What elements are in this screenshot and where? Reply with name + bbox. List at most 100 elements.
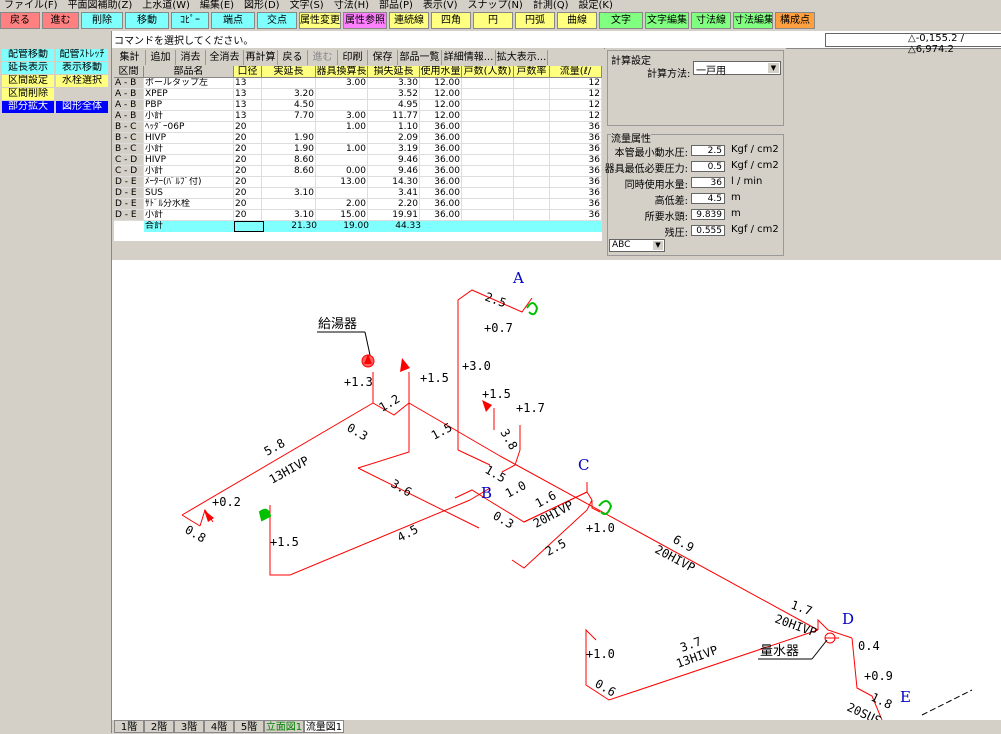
table-cell[interactable] <box>514 122 550 133</box>
toolbar-button[interactable]: ｺﾋﾟｰ <box>171 12 209 29</box>
table-cell[interactable]: D - E <box>114 210 144 221</box>
toolbar-button[interactable]: 文字 <box>599 12 643 29</box>
table-cell[interactable]: B - C <box>114 133 144 144</box>
table-cell[interactable]: 15.00 <box>316 210 368 221</box>
left-tool-button[interactable]: 配管移動 <box>2 49 54 61</box>
table-cell[interactable]: C - D <box>114 166 144 177</box>
menu-item[interactable]: 部品(P) <box>379 0 413 11</box>
table-cell[interactable]: ｻﾄﾞﾙ分水栓 <box>144 199 234 210</box>
calculation-table[interactable]: 区間部品名口径実延長器具換算長損失延長使用水量戸数(人数)戸数率流量(ℓ/A -… <box>114 66 602 241</box>
table-button[interactable]: 集計 <box>114 50 146 65</box>
toolbar-button[interactable]: 連続線 <box>389 12 429 29</box>
table-cell[interactable]: C - D <box>114 155 144 166</box>
table-cell[interactable] <box>262 122 316 133</box>
font-select[interactable]: ABC ▼ <box>609 239 665 252</box>
table-cell[interactable] <box>514 210 550 221</box>
floor-tab[interactable]: 3階 <box>174 720 204 733</box>
table-cell[interactable]: ﾍｯﾀﾞｰ06P <box>144 122 234 133</box>
table-button[interactable]: 戻る <box>278 50 308 65</box>
flow-field-input[interactable]: 9.839 <box>691 209 725 220</box>
table-cell[interactable]: 36.00 <box>420 155 462 166</box>
table-cell[interactable] <box>514 155 550 166</box>
table-header[interactable]: 器具換算長 <box>316 66 368 78</box>
left-tool-button[interactable]: 区間設定 <box>2 75 54 87</box>
table-cell[interactable]: 13 <box>234 111 262 122</box>
table-cell[interactable]: 12.00 <box>420 100 462 111</box>
table-cell[interactable] <box>462 133 514 144</box>
table-cell[interactable] <box>514 166 550 177</box>
coordinate-input[interactable] <box>825 33 1001 47</box>
table-cell[interactable]: 36.00 <box>420 177 462 188</box>
table-cell[interactable]: 36.00 <box>420 122 462 133</box>
floor-tab[interactable]: 立面図1 <box>264 720 304 733</box>
toolbar-button[interactable]: 四角 <box>431 12 471 29</box>
menu-item[interactable]: 編集(E) <box>199 0 235 11</box>
table-cell[interactable]: D - E <box>114 199 144 210</box>
toolbar-button[interactable]: 構成点 <box>775 12 815 29</box>
table-cell[interactable]: 20 <box>234 199 262 210</box>
table-cell[interactable] <box>462 155 514 166</box>
table-cell[interactable] <box>462 122 514 133</box>
table-button[interactable]: 追加 <box>146 50 176 65</box>
table-cell[interactable]: PBP <box>144 100 234 111</box>
toolbar-button[interactable]: 端点 <box>211 12 255 29</box>
table-cell[interactable] <box>462 166 514 177</box>
toolbar-button[interactable]: 寸法線 <box>691 12 731 29</box>
toolbar-button[interactable]: 戻る <box>0 12 40 29</box>
table-cell[interactable]: D - E <box>114 177 144 188</box>
menu-item[interactable]: 文字(S) <box>289 0 324 11</box>
chevron-down-icon[interactable]: ▼ <box>653 241 663 250</box>
total-cell-cursor[interactable] <box>234 221 264 232</box>
table-cell[interactable]: 19.91 <box>368 210 420 221</box>
table-header[interactable]: 戸数率 <box>514 66 550 78</box>
floor-tab[interactable]: 2階 <box>144 720 174 733</box>
table-cell[interactable]: 12.00 <box>420 111 462 122</box>
menu-item[interactable]: ファイル(F) <box>4 0 58 11</box>
table-cell[interactable]: 36 <box>550 199 602 210</box>
table-cell[interactable]: 0.00 <box>316 166 368 177</box>
table-cell[interactable]: 36 <box>550 122 602 133</box>
table-cell[interactable]: 36.00 <box>420 188 462 199</box>
toolbar-button[interactable]: 移動 <box>125 12 169 29</box>
table-cell[interactable]: D - E <box>114 188 144 199</box>
table-cell[interactable]: 小計 <box>144 210 234 221</box>
table-cell[interactable]: 12 <box>550 89 602 100</box>
table-cell[interactable]: 12 <box>550 111 602 122</box>
table-cell[interactable]: 36 <box>550 177 602 188</box>
table-button[interactable]: 全消去 <box>206 50 244 65</box>
table-cell[interactable]: 12 <box>550 100 602 111</box>
table-cell[interactable] <box>514 188 550 199</box>
table-cell[interactable] <box>262 78 316 89</box>
table-cell[interactable]: 36 <box>550 133 602 144</box>
table-cell[interactable]: 20 <box>234 144 262 155</box>
left-tool-button[interactable] <box>56 88 108 100</box>
table-cell[interactable]: 8.60 <box>262 166 316 177</box>
table-cell[interactable]: 36 <box>550 144 602 155</box>
table-cell[interactable] <box>514 111 550 122</box>
table-cell[interactable]: 1.10 <box>368 122 420 133</box>
toolbar-button[interactable]: 曲線 <box>557 12 597 29</box>
left-tool-button[interactable]: 配管ｽﾄﾚｯﾁ <box>56 49 108 61</box>
table-cell[interactable]: 36 <box>550 155 602 166</box>
table-cell[interactable]: 12.00 <box>420 78 462 89</box>
table-cell[interactable]: 13.00 <box>316 177 368 188</box>
table-cell[interactable]: ﾒｰﾀｰ(ﾊﾞﾙﾌﾞ付) <box>144 177 234 188</box>
table-cell[interactable] <box>462 188 514 199</box>
toolbar-button[interactable]: 寸法編集 <box>733 12 773 29</box>
table-cell[interactable]: A - B <box>114 100 144 111</box>
table-header[interactable]: 口径 <box>234 66 262 78</box>
table-cell[interactable]: HIVP <box>144 155 234 166</box>
table-cell[interactable] <box>316 89 368 100</box>
table-cell[interactable]: 3.19 <box>368 144 420 155</box>
toolbar-button[interactable]: 円 <box>473 12 513 29</box>
table-cell[interactable]: B - C <box>114 122 144 133</box>
table-button[interactable]: 拡大表示... <box>496 50 548 65</box>
table-cell[interactable]: 3.52 <box>368 89 420 100</box>
table-cell[interactable]: 7.70 <box>262 111 316 122</box>
table-button[interactable]: 印刷 <box>338 50 368 65</box>
table-header[interactable]: 戸数(人数) <box>462 66 514 78</box>
left-tool-button[interactable]: 図形全体 <box>56 101 108 113</box>
table-cell[interactable]: 8.60 <box>262 155 316 166</box>
floor-tab[interactable]: 1階 <box>114 720 144 733</box>
flow-field-input[interactable]: 0.5 <box>691 161 725 172</box>
